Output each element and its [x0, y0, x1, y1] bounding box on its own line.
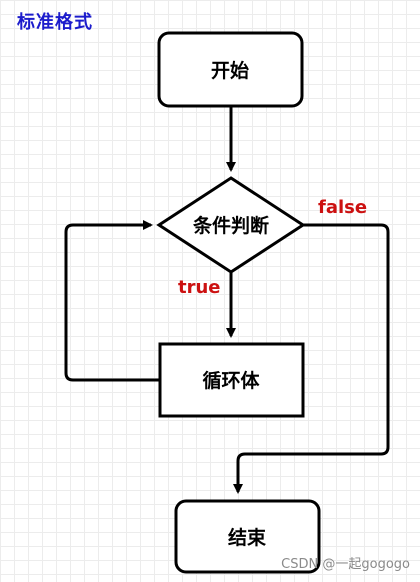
loop-body-node: 循环体 [158, 342, 305, 418]
condition-node-label: 条件判断 [193, 214, 269, 237]
end-node-label: 结束 [228, 526, 267, 549]
diagram-title: 标准格式 [17, 12, 93, 33]
edge-condition-to-end [233, 223, 390, 494]
start-node-label: 开始 [211, 59, 249, 82]
condition-node: 条件判断 [156, 176, 306, 274]
loop-body-node-label: 循环体 [202, 369, 260, 392]
end-node: 结束 [174, 499, 321, 574]
true-label: true [178, 277, 221, 298]
edge-loop-back [64, 220, 160, 382]
false-label: false [318, 197, 367, 218]
end-node-shape [174, 499, 321, 574]
start-node: 开始 [157, 31, 304, 108]
watermark: CSDN @一起gogogo [281, 557, 410, 572]
